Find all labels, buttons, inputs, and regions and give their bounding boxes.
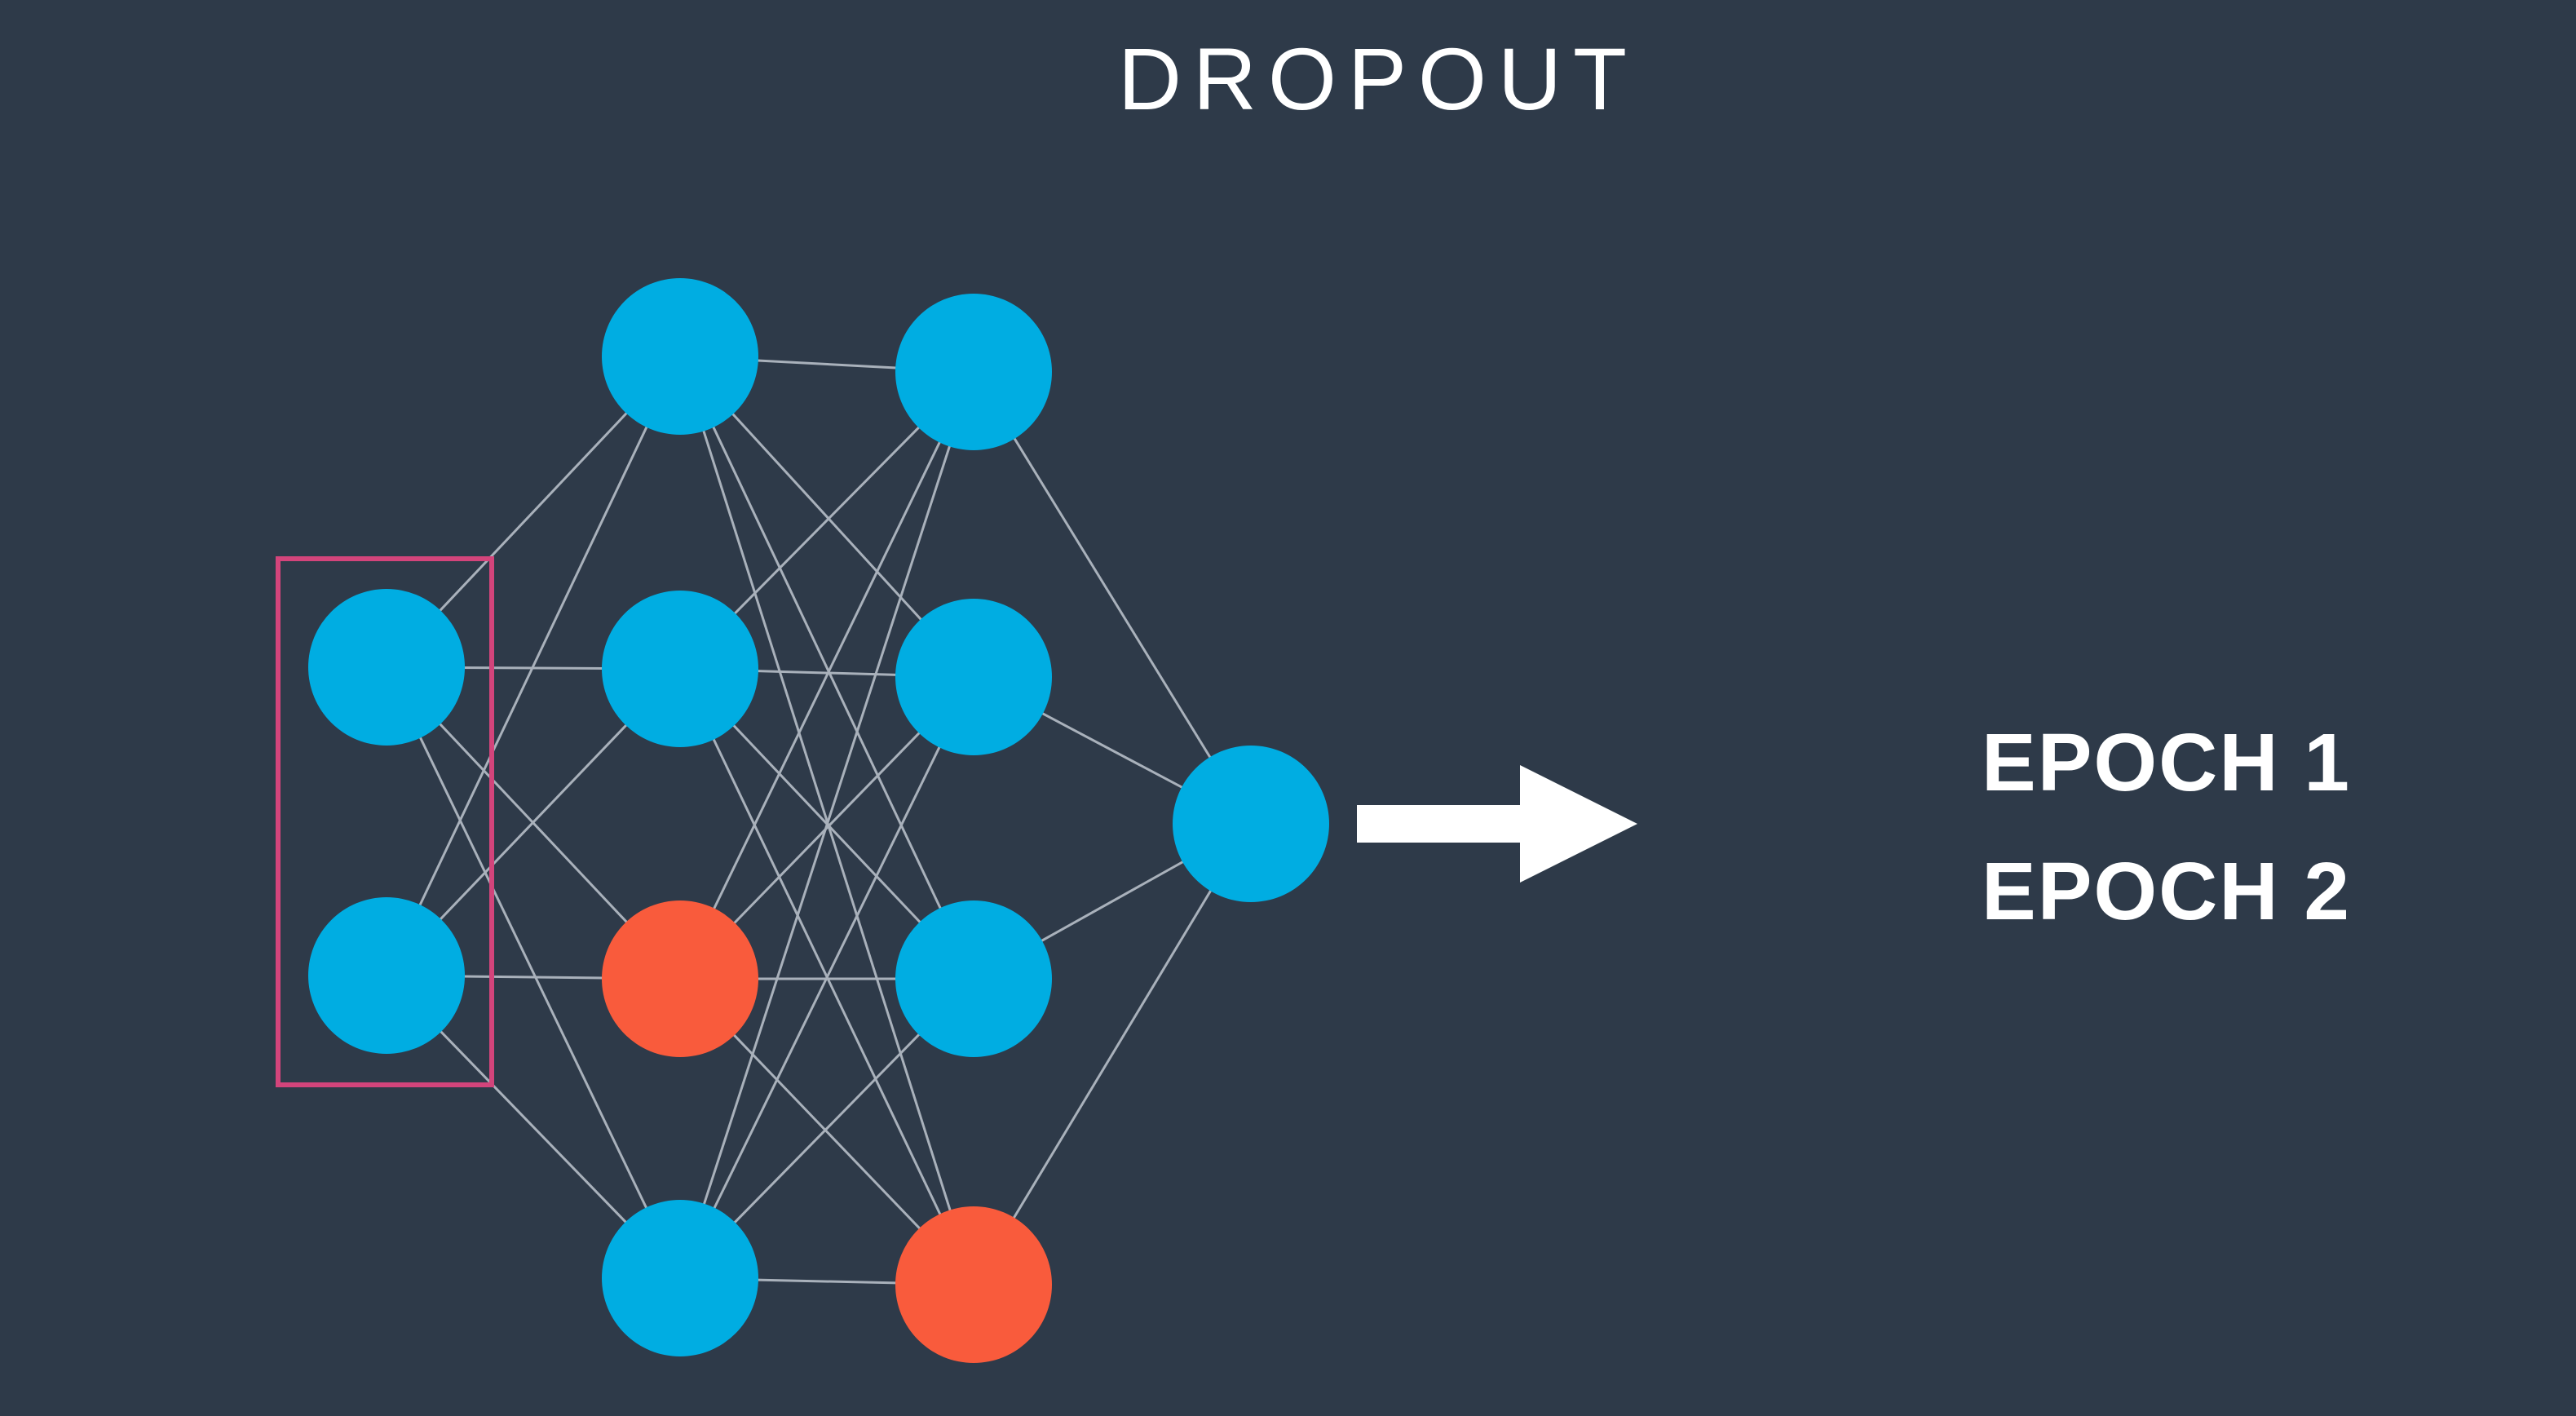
dropped-node-hidden-1-2	[602, 900, 758, 1057]
network-edges	[385, 355, 1253, 1286]
node-hidden-2-1	[895, 599, 1052, 755]
input-layer-highlight-box	[276, 556, 494, 1087]
edge-hidden-1-2-to-hidden-2-0	[678, 371, 975, 980]
edge-hidden-1-3-to-hidden-2-0	[678, 371, 975, 1279]
node-output-0	[1173, 746, 1329, 902]
edge-hidden-2-3-to-output-0	[972, 823, 1253, 1285]
node-hidden-1-1	[602, 591, 758, 747]
edge-hidden-1-0-to-hidden-2-3	[678, 356, 975, 1285]
right-arrow-icon	[1357, 765, 1637, 883]
diagram-title: DROPOUT	[1118, 29, 1638, 128]
network-nodes	[308, 278, 1329, 1363]
edge-hidden-1-3-to-hidden-2-1	[678, 676, 975, 1279]
node-hidden-1-3	[602, 1200, 758, 1356]
node-input-0	[308, 589, 465, 746]
node-hidden-1-0	[602, 278, 758, 435]
edge-hidden-1-0-to-hidden-2-2	[678, 356, 975, 980]
edge-input-0-to-hidden-1-3	[385, 666, 682, 1279]
epoch-label-1: EPOCH 1	[1982, 717, 2352, 808]
edge-input-1-to-hidden-1-0	[385, 356, 682, 976]
epoch-label-2: EPOCH 2	[1982, 846, 2352, 937]
dropped-node-hidden-2-3	[895, 1206, 1052, 1363]
node-hidden-2-0	[895, 294, 1052, 450]
node-input-1	[308, 897, 465, 1054]
node-hidden-2-2	[895, 900, 1052, 1057]
edge-hidden-2-0-to-output-0	[972, 371, 1253, 825]
